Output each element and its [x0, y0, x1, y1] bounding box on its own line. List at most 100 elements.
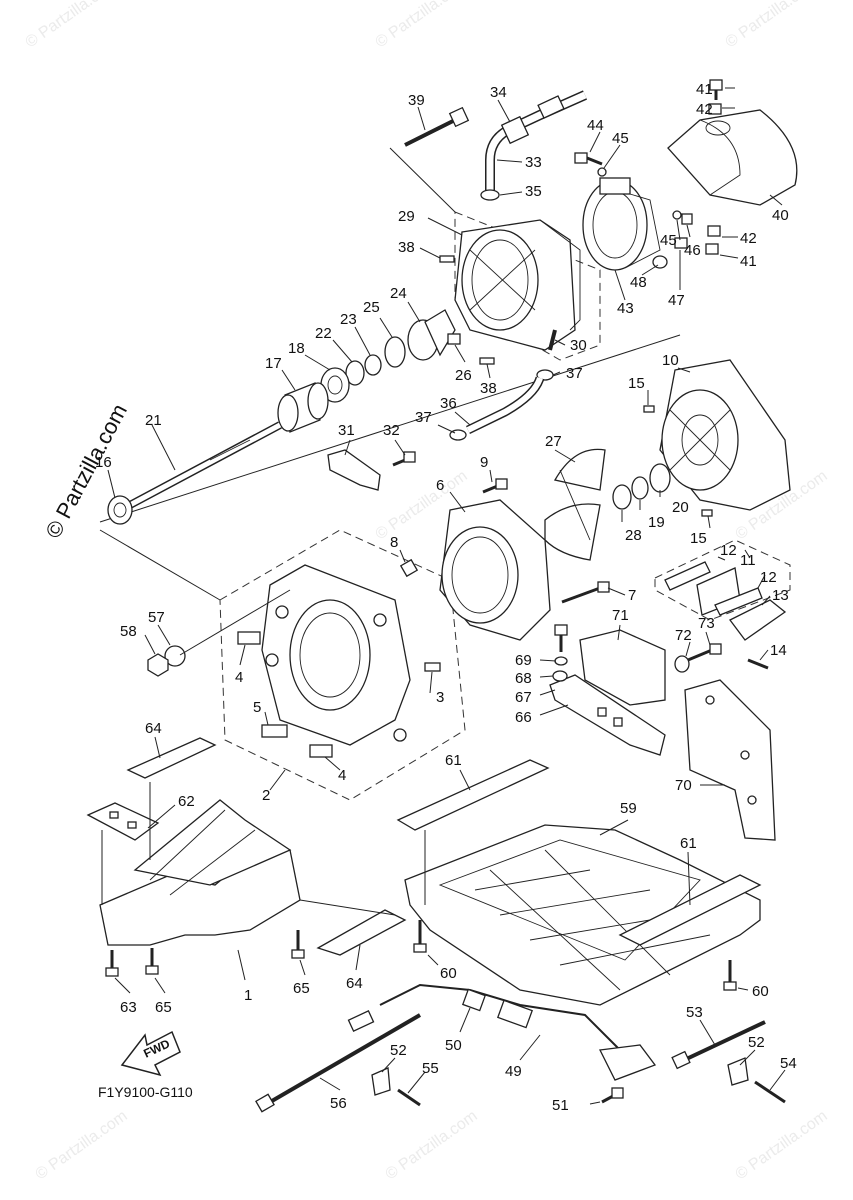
part-47-bolt	[674, 237, 688, 249]
label-3a: 3	[436, 689, 444, 706]
watermark: © Partzilla.com	[723, 0, 821, 51]
label-42a: 42	[696, 101, 713, 118]
part-56-cable-tie	[255, 1013, 422, 1113]
label-41a: 41	[696, 81, 713, 98]
label-36: 36	[440, 395, 457, 412]
part-19-seal	[631, 476, 649, 500]
label-38b: 38	[480, 380, 497, 397]
label-50: 50	[445, 1037, 462, 1054]
label-22: 22	[315, 325, 332, 342]
label-44: 44	[587, 117, 604, 134]
label-66: 66	[515, 709, 532, 726]
label-57: 57	[148, 609, 165, 626]
part-48-bushing	[652, 255, 668, 269]
part-33-34-hose	[485, 90, 588, 195]
label-33: 33	[525, 154, 542, 171]
part-10-pump-housing	[659, 359, 791, 511]
watermark: © Partzilla.com	[383, 1108, 481, 1184]
part-44-bolt	[574, 152, 603, 166]
label-30: 30	[570, 337, 587, 354]
group-outlines	[99, 147, 791, 801]
part-70-plate	[684, 679, 776, 841]
watermark: © Partzilla.com	[23, 0, 121, 51]
label-25: 25	[363, 299, 380, 316]
part-2-intake-duct	[261, 564, 411, 746]
part-68-washer	[554, 656, 568, 666]
label-61a: 61	[445, 752, 462, 769]
label-8: 8	[390, 534, 398, 551]
label-49: 49	[505, 1063, 522, 1080]
part-59-grate	[404, 824, 761, 1006]
label-67: 67	[515, 689, 532, 706]
label-64a: 64	[145, 720, 162, 737]
label-60a: 60	[440, 965, 457, 982]
part-60-bolt	[413, 920, 737, 991]
part-21-drive-shaft	[128, 421, 282, 509]
part-72-grommet	[674, 655, 690, 673]
leader-lines	[101, 87, 786, 1105]
watermark: © Partzilla.com	[733, 1108, 831, 1184]
label-11: 11	[740, 552, 756, 569]
label-39: 39	[408, 92, 425, 109]
part-32-bolt	[392, 451, 416, 467]
label-52b: 52	[748, 1034, 765, 1051]
part-17-spacer	[277, 382, 329, 433]
label-4a: 4	[235, 669, 243, 686]
part-66-bracket	[549, 674, 666, 756]
label-35: 35	[525, 183, 542, 200]
label-60b: 60	[752, 983, 769, 1000]
label-65a: 65	[155, 999, 172, 1016]
label-15b: 15	[690, 530, 707, 547]
label-56: 56	[330, 1095, 347, 1112]
part-26-bolt	[447, 333, 461, 345]
part-65-bolt	[145, 930, 305, 975]
label-51: 51	[552, 1097, 569, 1114]
part-49-cable	[347, 983, 657, 1081]
part-71-plate	[579, 629, 666, 706]
label-13: 13	[772, 587, 789, 604]
part-35-clamp	[480, 189, 500, 201]
label-53: 53	[686, 1004, 703, 1021]
part-69-bolt	[554, 624, 568, 652]
part-8-collar	[399, 558, 419, 578]
label-34: 34	[490, 84, 507, 101]
part-61-plate	[396, 759, 762, 946]
label-43: 43	[617, 300, 634, 317]
label-40: 40	[772, 207, 789, 224]
part-41-bolt	[705, 79, 723, 255]
watermark: © Partzilla.com	[33, 1108, 131, 1184]
part-67-washer	[552, 670, 568, 682]
label-63: 63	[120, 999, 137, 1016]
label-23: 23	[340, 311, 357, 328]
label-16: 16	[95, 454, 112, 471]
part-15-pin	[643, 405, 713, 517]
label-72: 72	[675, 627, 692, 644]
fwd-arrow-icon: FWD	[120, 1030, 181, 1077]
part-16-bearing	[107, 495, 133, 525]
part-20-seal	[649, 463, 671, 493]
label-45b: 45	[660, 232, 677, 249]
part-43-nozzle	[582, 177, 661, 271]
label-17: 17	[265, 355, 282, 372]
part-labels: 39 34 33 35 29 38 44 45 45 46 47 48 43 4…	[95, 81, 797, 1114]
label-59: 59	[620, 800, 637, 817]
part-53-cable-tie	[671, 1020, 766, 1070]
label-52a: 52	[390, 1042, 407, 1059]
part-51-bolt	[601, 1087, 624, 1104]
part-57-washer	[164, 645, 186, 667]
part-9-bolt	[482, 478, 508, 494]
part-3-stud	[424, 662, 441, 672]
label-24: 24	[390, 285, 407, 302]
part-62-plate	[86, 802, 160, 841]
label-26: 26	[455, 367, 472, 384]
part-13-cover	[729, 599, 787, 641]
label-18: 18	[288, 340, 305, 357]
label-20: 20	[672, 499, 689, 516]
label-15a: 15	[628, 375, 645, 392]
part-42-collar	[707, 103, 722, 237]
part-73-bolt	[687, 643, 722, 662]
label-14: 14	[770, 642, 787, 659]
part-7-bolt	[561, 581, 610, 604]
label-29: 29	[398, 208, 415, 225]
label-32: 32	[383, 422, 400, 439]
